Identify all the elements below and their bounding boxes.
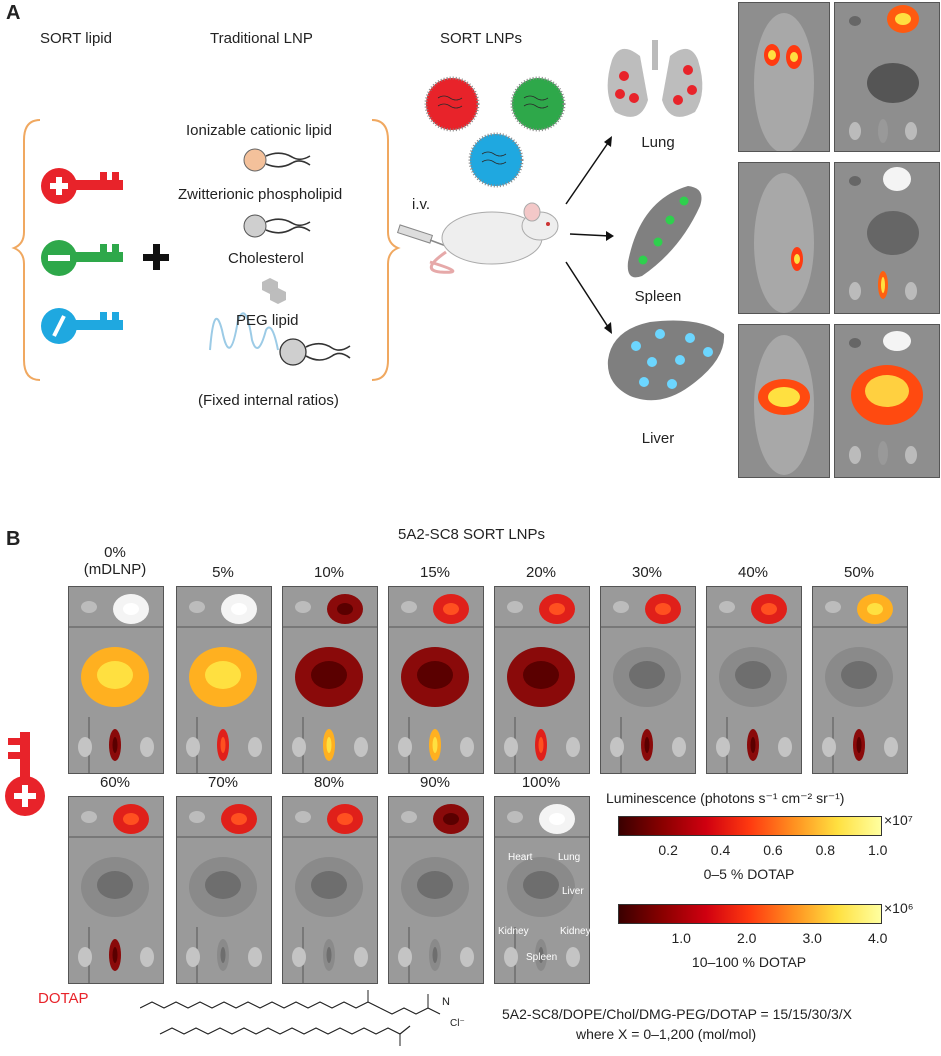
colorbar1-tick-1: 0.4 [710, 842, 731, 858]
percent-label-row1-5: 30% [631, 564, 663, 581]
dotap-label: DOTAP [38, 990, 89, 1007]
positive-key-icon [41, 168, 123, 204]
overlay-liver: Liver [562, 886, 584, 897]
liver-whole-mouse-image [738, 324, 830, 478]
ionizable-lipid-label: Ionizable cationic lipid [186, 122, 332, 139]
arrow-spleen-icon [569, 231, 614, 241]
fixed-ratios-label: (Fixed internal ratios) [198, 392, 339, 409]
arrow-liver-icon [565, 261, 612, 334]
organ-image-row1-4 [494, 586, 590, 774]
percent-label-row1-0: 0% (mDLNP) [83, 544, 147, 578]
percent-label-row1-3: 15% [419, 564, 451, 581]
mouse-icon [429, 202, 559, 274]
panel-a-schematic [11, 40, 725, 401]
percent-label-row1-4: 20% [525, 564, 557, 581]
colorbar2-caption: 10–100 % DOTAP [691, 954, 807, 970]
ionizable-lipid-icon [243, 148, 311, 172]
liver-organs-image [834, 324, 940, 478]
organ-image-row2-4 [494, 796, 590, 984]
organ-image-row2-0 [68, 796, 164, 984]
right-bracket [371, 119, 401, 381]
colorbar2-tick-0: 1.0 [671, 930, 691, 946]
colorbar2-tick-2: 3.0 [802, 930, 822, 946]
overlay-kidney-right: Kidney [560, 926, 591, 937]
phospholipid-label: Zwitterionic phospholipid [178, 186, 343, 203]
spleen-label: Spleen [634, 288, 682, 305]
luminescence-title: Luminescence (photons s⁻¹ cm⁻² sr⁻¹) [606, 790, 845, 806]
percent-label-row1-2: 10% [313, 564, 345, 581]
cholesterol-label: Cholesterol [228, 250, 304, 267]
panel-b-title: 5A2-SC8 SORT LNPs [398, 526, 546, 543]
peg-lipid-label: PEG lipid [236, 312, 299, 329]
peg-lipid-icon [209, 312, 351, 366]
spleen-whole-mouse-image [738, 162, 830, 314]
overlay-heart: Heart [508, 852, 533, 863]
organ-image-row1-1 [176, 586, 272, 774]
sort-lnps-header: SORT LNPs [440, 30, 522, 47]
colorbar1-tick-2: 0.6 [763, 842, 783, 858]
organ-image-row1-0 [68, 586, 164, 774]
traditional-lnp-header: Traditional LNP [210, 30, 313, 47]
percent-label-row2-2: 80% [313, 774, 345, 791]
green-lnp-icon [510, 76, 566, 132]
spleen-icon [627, 186, 702, 278]
formula-line1: 5A2-SC8/DOPE/Chol/DMG-PEG/DOTAP = 15/15/… [502, 1006, 853, 1022]
sort-lipid-header: SORT lipid [40, 30, 112, 47]
phospholipid-icon [243, 214, 311, 238]
iv-label: i.v. [412, 196, 431, 213]
syringe-icon [396, 224, 447, 247]
organ-image-row2-1 [176, 796, 272, 984]
positive-key-icon-b [5, 732, 45, 816]
percent-label-row1-6: 40% [737, 564, 769, 581]
organ-image-row1-5 [600, 586, 696, 774]
colorbar1-tick-3: 0.8 [815, 842, 836, 858]
left-bracket [11, 119, 41, 381]
cholesterol-icon [262, 278, 286, 304]
formula-line2: where X = 0–1,200 (mol/mol) [576, 1026, 757, 1042]
organ-image-row1-6 [706, 586, 802, 774]
dotap-structure-icon [140, 990, 441, 1046]
overlay-spleen: Spleen [526, 952, 558, 963]
colorbar-0-5-dotap [618, 816, 882, 836]
percent-label-row1-7: 50% [843, 564, 875, 581]
organ-image-row2-3 [388, 796, 484, 984]
lung-label: Lung [641, 134, 675, 151]
anionic-key-icon [41, 308, 123, 344]
plus-icon [143, 244, 169, 270]
overlay-kidney-left: Kidney [498, 926, 529, 937]
panel-b-letter: B [6, 528, 21, 550]
panel-a-letter: A [6, 2, 21, 24]
neutral-key-icon [41, 240, 123, 276]
percent-label-row2-3: 90% [419, 774, 451, 791]
percent-label-row1-1: 5% [212, 564, 234, 581]
percent-label-row2-1: 70% [207, 774, 239, 791]
lung-whole-mouse-image [738, 2, 830, 152]
colorbar2-tick-1: 2.0 [737, 930, 757, 946]
red-lnp-icon [424, 76, 480, 132]
organ-image-row1-3 [388, 586, 484, 774]
organ-image-row1-7 [812, 586, 908, 774]
colorbar2-multiplier: ×10⁶ [884, 900, 914, 916]
blue-lnp-icon [468, 132, 524, 188]
colorbar1-tick-0: 0.2 [658, 842, 678, 858]
colorbar1-multiplier: ×10⁷ [884, 812, 913, 828]
overlay-lung: Lung [558, 852, 581, 863]
colorbar1-tick-4: 1.0 [868, 842, 888, 858]
colorbar-10-100-dotap [618, 904, 882, 924]
arrow-lung-icon [565, 136, 612, 205]
colorbar1-caption: 0–5 % DOTAP [703, 866, 795, 882]
percent-label-row2-4: 100% [521, 774, 561, 791]
percent-label-row2-0: 60% [99, 774, 131, 791]
organ-image-row2-2 [282, 796, 378, 984]
spleen-organs-image [834, 162, 940, 314]
liver-label: Liver [641, 430, 675, 447]
dotap-cl-label: Cl⁻ [450, 1018, 465, 1029]
lung-icon [607, 40, 703, 117]
organ-image-row1-2 [282, 586, 378, 774]
dotap-n-label: N [442, 996, 450, 1008]
liver-icon [607, 320, 725, 401]
colorbar2-tick-3: 4.0 [868, 930, 888, 946]
lung-organs-image [834, 2, 940, 152]
